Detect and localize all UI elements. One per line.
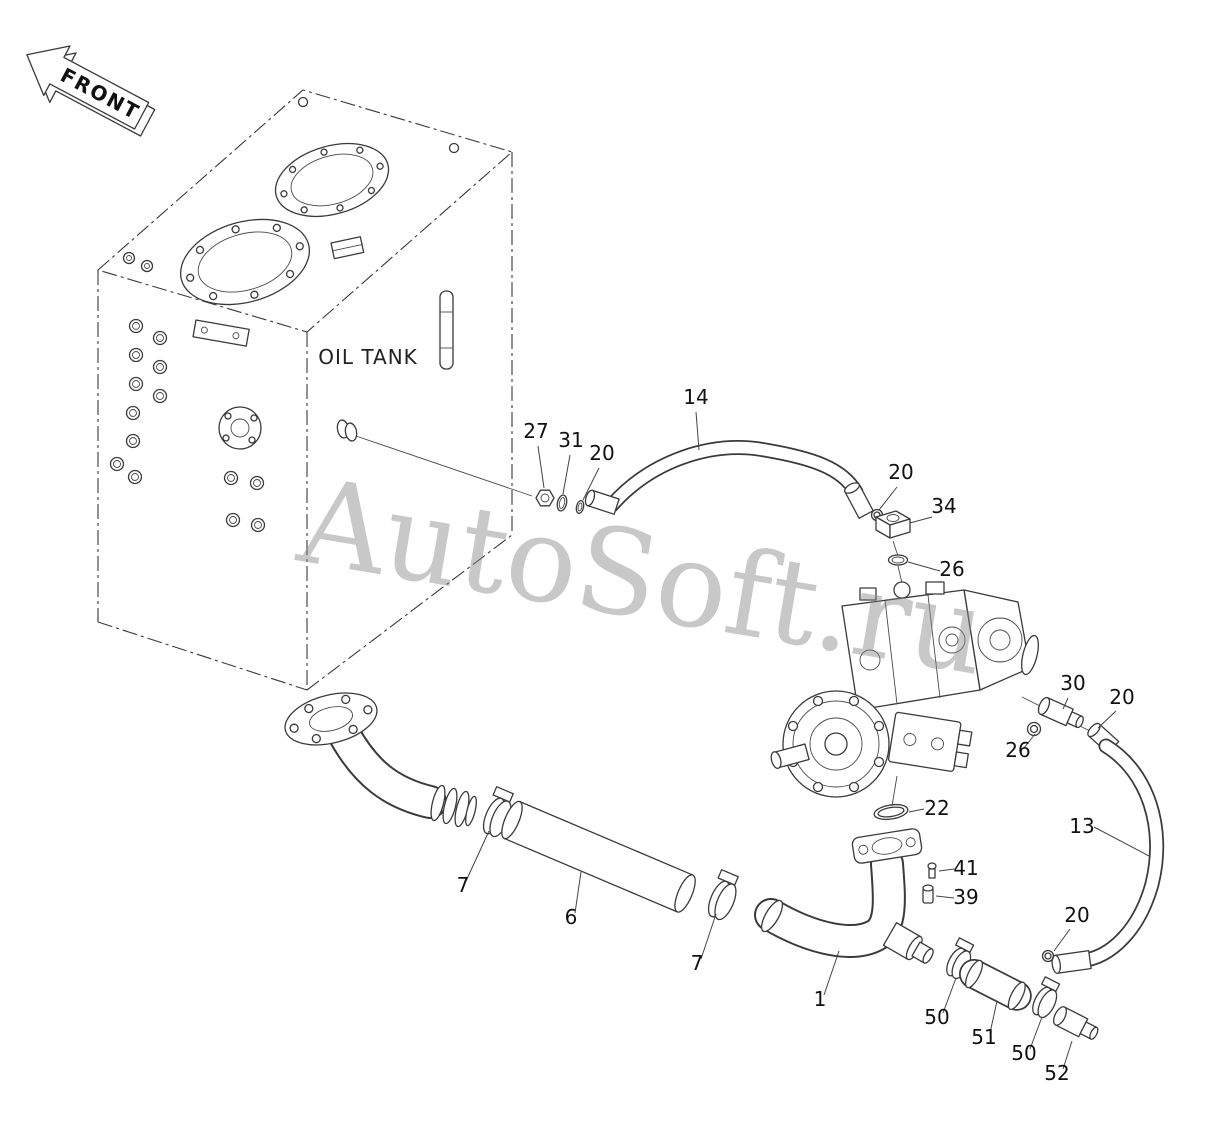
part-callout-30: 30 bbox=[1060, 671, 1085, 695]
part-callout-41: 41 bbox=[953, 856, 978, 880]
suction-flange bbox=[284, 692, 378, 746]
pump-shaft bbox=[770, 743, 810, 769]
leader-line-7 bbox=[465, 830, 490, 882]
oil-tank-label: OIL TANK bbox=[318, 345, 418, 369]
manhole-cover-front bbox=[179, 218, 311, 306]
elbow-tee-branch bbox=[882, 922, 934, 964]
hose-14-fitting-right bbox=[844, 482, 874, 519]
tank-cap bbox=[122, 251, 136, 265]
tank-corner-bolt bbox=[297, 96, 309, 108]
adapter-30 bbox=[1037, 696, 1084, 729]
leader-line-1 bbox=[823, 950, 840, 996]
part-callout-26: 26 bbox=[1005, 738, 1030, 762]
adapter-34 bbox=[875, 510, 911, 539]
leader-line-27 bbox=[537, 445, 545, 489]
tank-return-port bbox=[336, 419, 358, 442]
tank-port-plugs bbox=[109, 318, 266, 533]
o-ring-22 bbox=[873, 803, 909, 821]
leader-line-39 bbox=[935, 895, 955, 899]
leader-line-26 bbox=[907, 561, 941, 572]
tank-corner-bolt bbox=[448, 142, 460, 154]
hose-clamp-7-left bbox=[482, 786, 514, 838]
front-direction-arrow: FRONT bbox=[26, 45, 156, 137]
o-ring-26-b bbox=[1026, 721, 1042, 737]
pump-gear-section bbox=[963, 589, 1039, 691]
part-callout-26: 26 bbox=[939, 557, 964, 581]
hose-13 bbox=[1051, 722, 1165, 974]
ring-31 bbox=[556, 494, 568, 512]
part-callout-52: 52 bbox=[1044, 1061, 1069, 1085]
elbow-pipe-1 bbox=[754, 828, 934, 964]
part-callout-31: 31 bbox=[558, 428, 583, 452]
hydraulic-pump bbox=[770, 581, 1039, 798]
hose-clamp-7-right bbox=[707, 869, 739, 921]
suction-elbow bbox=[284, 692, 477, 828]
part-callout-20: 20 bbox=[589, 441, 614, 465]
part-callout-1: 1 bbox=[814, 987, 827, 1011]
leader-line-14 bbox=[695, 411, 700, 451]
leader-line-20 bbox=[1097, 710, 1117, 729]
hose-clamp-50-left bbox=[946, 937, 975, 980]
part-callout-7: 7 bbox=[691, 951, 704, 975]
o-ring-20-d bbox=[1041, 949, 1055, 963]
part-callout-34: 34 bbox=[931, 494, 956, 518]
leader-line-31 bbox=[562, 454, 571, 495]
part-callout-14: 14 bbox=[683, 385, 708, 409]
part-callout-20: 20 bbox=[1064, 903, 1089, 927]
leader-line-20 bbox=[878, 486, 898, 511]
part-callout-50: 50 bbox=[924, 1005, 949, 1029]
leader-line-30 bbox=[1062, 697, 1069, 710]
leader-line-20 bbox=[582, 467, 600, 501]
tank-access-cover bbox=[218, 406, 262, 450]
part-callout-39: 39 bbox=[953, 885, 978, 909]
part-callout-50: 50 bbox=[1011, 1041, 1036, 1065]
part-callout-13: 13 bbox=[1069, 814, 1094, 838]
adapter-52 bbox=[1052, 1006, 1099, 1040]
manhole-cover-rear bbox=[274, 142, 390, 218]
leader-line-34 bbox=[909, 516, 933, 524]
o-ring-20-a bbox=[575, 499, 585, 515]
leader-line-6 bbox=[574, 871, 582, 914]
hose-14-fitting-left bbox=[584, 489, 620, 515]
front-arrow-shape bbox=[26, 45, 150, 130]
leader-line-51 bbox=[989, 1000, 998, 1034]
part-callout-20: 20 bbox=[1109, 685, 1134, 709]
tank-top-plate bbox=[330, 236, 365, 260]
watermark-text: AutoSoft.ru bbox=[289, 451, 996, 702]
leader-line-50 bbox=[1029, 1016, 1043, 1050]
tank-cap bbox=[140, 259, 154, 273]
part-callout-7: 7 bbox=[457, 873, 470, 897]
leader-line-7 bbox=[700, 913, 717, 960]
part-callout-27: 27 bbox=[523, 419, 548, 443]
leader-line-50 bbox=[942, 977, 957, 1014]
tank-sight-gauge bbox=[439, 290, 454, 370]
part-callout-22: 22 bbox=[924, 796, 949, 820]
elbow-flange bbox=[851, 828, 923, 864]
leader-line-41 bbox=[938, 868, 955, 872]
bolt-41 bbox=[927, 862, 937, 879]
leader-line-13 bbox=[1093, 826, 1150, 857]
pump-mounting-flange bbox=[782, 690, 890, 798]
hose-51 bbox=[959, 959, 1032, 1011]
pump-valve-block bbox=[887, 711, 973, 772]
plug-27 bbox=[535, 489, 555, 507]
leader-line-20 bbox=[1053, 928, 1071, 952]
part-callout-51: 51 bbox=[971, 1025, 996, 1049]
hose-clamp-50-right bbox=[1032, 976, 1061, 1019]
leader-line-52 bbox=[1062, 1040, 1073, 1070]
pump-body bbox=[841, 581, 981, 711]
oil-tank: OIL TANK bbox=[96, 89, 514, 691]
o-ring-26-a bbox=[887, 554, 909, 566]
return-hose-14 bbox=[584, 440, 874, 519]
suction-tube-6 bbox=[501, 800, 696, 913]
leader-line-22 bbox=[908, 808, 925, 813]
hose-13-elbow-lower bbox=[1051, 950, 1092, 974]
plug-39 bbox=[922, 884, 934, 904]
part-callout-6: 6 bbox=[565, 905, 578, 929]
tank-bracket bbox=[192, 319, 250, 347]
leader-line-26 bbox=[1023, 733, 1036, 749]
part-callout-20: 20 bbox=[888, 460, 913, 484]
